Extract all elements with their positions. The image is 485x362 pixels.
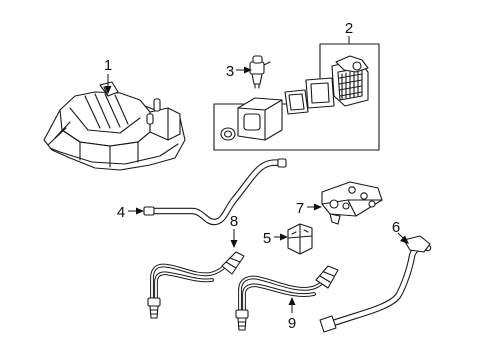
part-2-kit-box — [213, 43, 380, 151]
part-8-sensor-harness — [147, 251, 245, 319]
callout-5: 5 — [263, 230, 271, 247]
part-6-vent-hose — [319, 235, 432, 333]
callout-4: 4 — [117, 204, 125, 221]
callout-6: 6 — [392, 219, 400, 236]
callout-leaders — [104, 36, 409, 313]
part-7-bracket — [321, 181, 383, 225]
callout-7: 7 — [296, 200, 304, 217]
part-4-hose — [143, 158, 287, 226]
callout-8: 8 — [230, 213, 238, 230]
part-5-clip — [287, 223, 313, 255]
part-3-sensor — [249, 55, 271, 89]
evap-canister — [43, 81, 186, 171]
callout-3: 3 — [226, 63, 234, 80]
callout-1: 1 — [104, 57, 112, 74]
callout-2: 2 — [345, 20, 353, 37]
callout-9: 9 — [288, 315, 296, 332]
part-9-sensor-harness — [235, 265, 339, 331]
